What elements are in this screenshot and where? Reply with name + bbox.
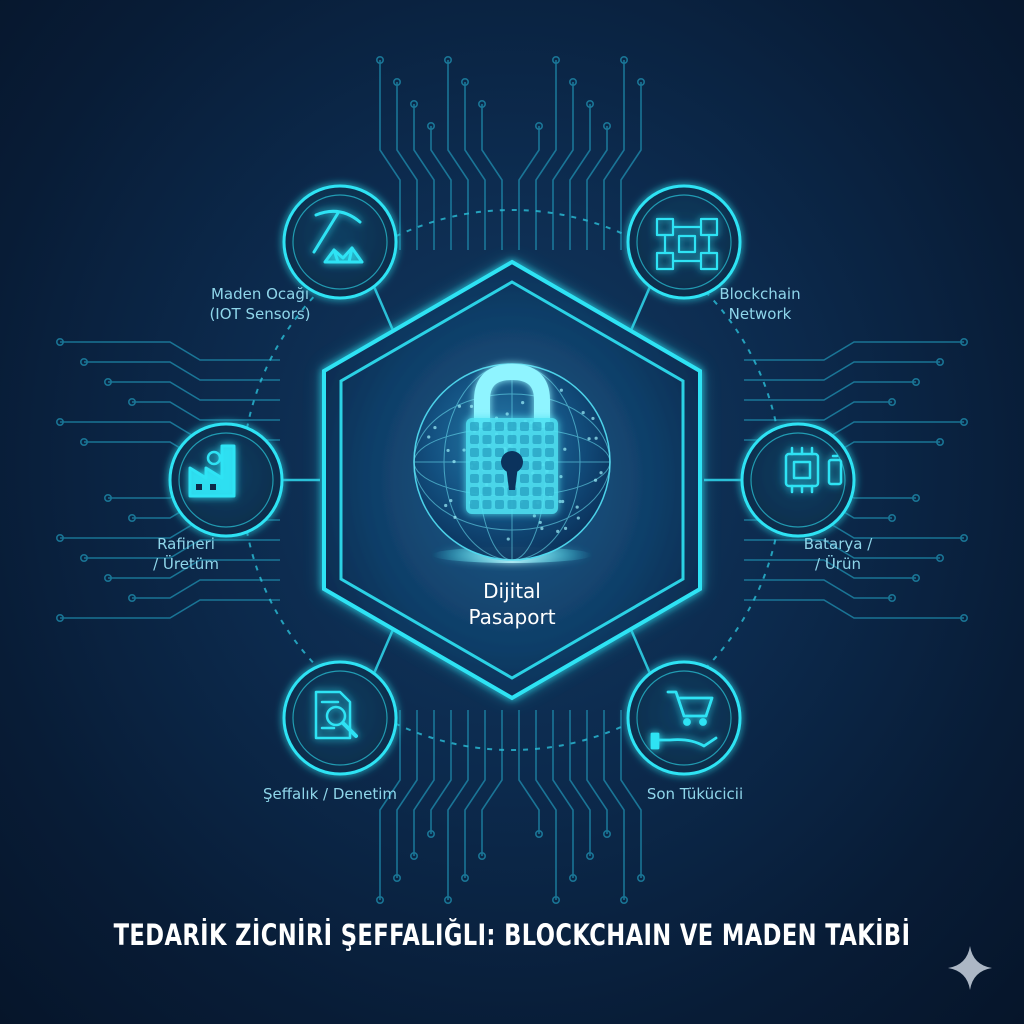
node-label-audit: Şeffalık / Denetim (240, 784, 420, 804)
node-label-blockchain: Blockchain Network (690, 284, 830, 324)
node-label-mine: Maden Ocağı (IOT Sensors) (190, 284, 330, 324)
footer-title: TEDARİK ZİCNİRİ ŞEFFALIĞLI: BLOCKCHAIN V… (113, 918, 912, 952)
node-label-battery: Batarya / / Ürün (778, 534, 898, 574)
node-circle-mine (284, 186, 396, 298)
sparkle-logo-icon (946, 944, 994, 992)
node-circle-blockchain (628, 186, 740, 298)
node-circle-audit (284, 662, 396, 774)
node-label-refinery: Rafineri / Üretüm (126, 534, 246, 574)
center-title: Dijital Pasaport (412, 578, 612, 630)
node-circle-battery (742, 424, 854, 536)
node-label-consumer: Son Tükücicii (620, 784, 770, 804)
node-circle-consumer (628, 662, 740, 774)
